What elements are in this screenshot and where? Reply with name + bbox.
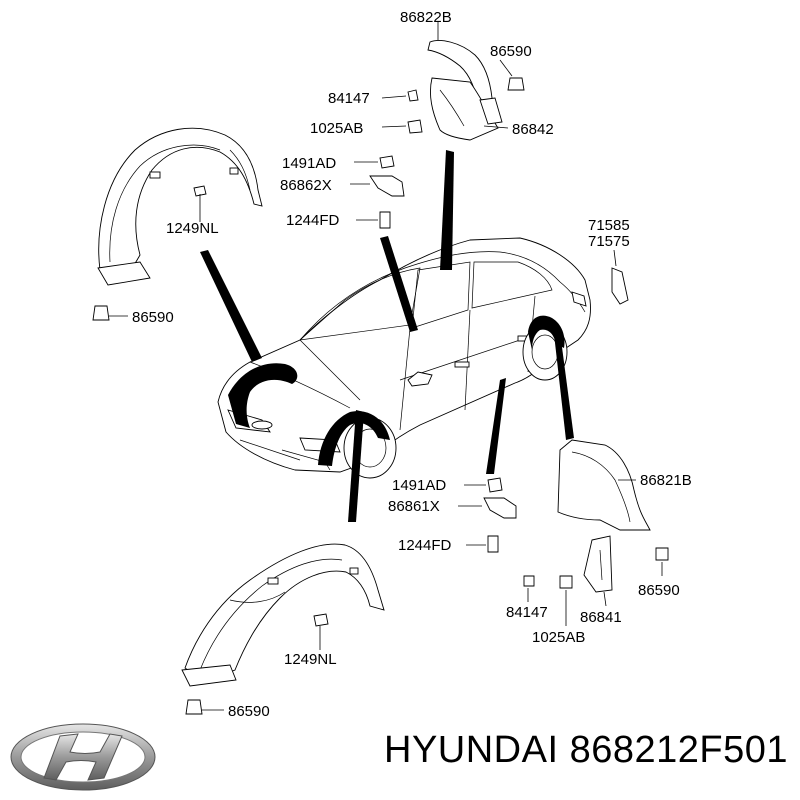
trim-71585: [611, 249, 629, 305]
screw-1244fd-mid: [466, 535, 499, 553]
screw-1244fd-top: [356, 211, 391, 229]
bolt-1025ab-bottom: [559, 575, 573, 626]
leader-86842: [483, 125, 509, 129]
wedge-front-liner-lower: [348, 410, 364, 522]
label-84147-top: 84147: [328, 90, 370, 107]
bolt-86590-right: [655, 547, 669, 576]
bracket-86862x: [350, 175, 405, 197]
label-86862x: 86862X: [280, 177, 332, 194]
bolt-1025ab-top: [381, 119, 423, 134]
wheel-liner-bottom: [181, 543, 385, 687]
label-1491ad-top: 1491AD: [282, 155, 336, 172]
label-71575: 71575: [588, 233, 630, 250]
label-1025ab-bottom: 1025AB: [532, 629, 585, 646]
clip-1491ad-mid: [464, 477, 503, 493]
wheel-liner-right: [557, 439, 651, 593]
screw-1249nl-bottom: [313, 613, 329, 650]
nut-84147-top: [381, 89, 419, 102]
bolt-86590-top: [499, 59, 525, 91]
label-86590-right: 86590: [638, 582, 680, 599]
label-1491ad-mid: 1491AD: [392, 477, 446, 494]
label-86590-bottom: 86590: [228, 703, 270, 720]
hyundai-logo: [10, 723, 156, 791]
part-labels: 86822B 86590 84147 1025AB 86842 1491AD 8…: [132, 9, 692, 720]
mudguard-top: [427, 40, 503, 141]
label-86590-top: 86590: [490, 43, 532, 60]
nut-84147-bottom: [523, 575, 535, 602]
wedge-front-bracket: [486, 378, 506, 474]
wedge-front-liner: [200, 250, 262, 362]
label-1249nl-bottom: 1249NL: [284, 651, 337, 668]
label-71585: 71585: [588, 217, 630, 234]
label-86861x: 86861X: [388, 498, 440, 515]
clip-86590-bottom: [185, 699, 224, 715]
wedge-rear-bracket: [380, 236, 418, 332]
screw-1249nl-top: [193, 185, 207, 222]
label-86590-left: 86590: [132, 309, 174, 326]
label-86821b: 86821B: [640, 472, 692, 489]
clip-86590-left: [92, 305, 128, 321]
pointer-wedges: [200, 150, 574, 522]
label-1244fd-mid: 1244FD: [398, 537, 452, 554]
brand-part-number: HYUNDAI 868212F501: [384, 729, 788, 771]
leader-86841: [603, 591, 607, 607]
label-86841: 86841: [580, 609, 622, 626]
label-86822b: 86822B: [400, 9, 452, 26]
clip-1491ad-top: [354, 155, 395, 169]
label-1249nl-top: 1249NL: [166, 220, 219, 237]
wheel-liner-top-left: [97, 127, 263, 286]
label-84147-bottom: 84147: [506, 604, 548, 621]
bracket-86861x: [458, 497, 517, 519]
label-1025ab-top: 1025AB: [310, 120, 363, 137]
label-1244fd-top: 1244FD: [286, 212, 340, 229]
wedge-rear-mudguard: [440, 150, 454, 270]
wedge-rear-liner: [554, 332, 574, 440]
label-86842: 86842: [512, 121, 554, 138]
car-illustration: [217, 237, 591, 479]
